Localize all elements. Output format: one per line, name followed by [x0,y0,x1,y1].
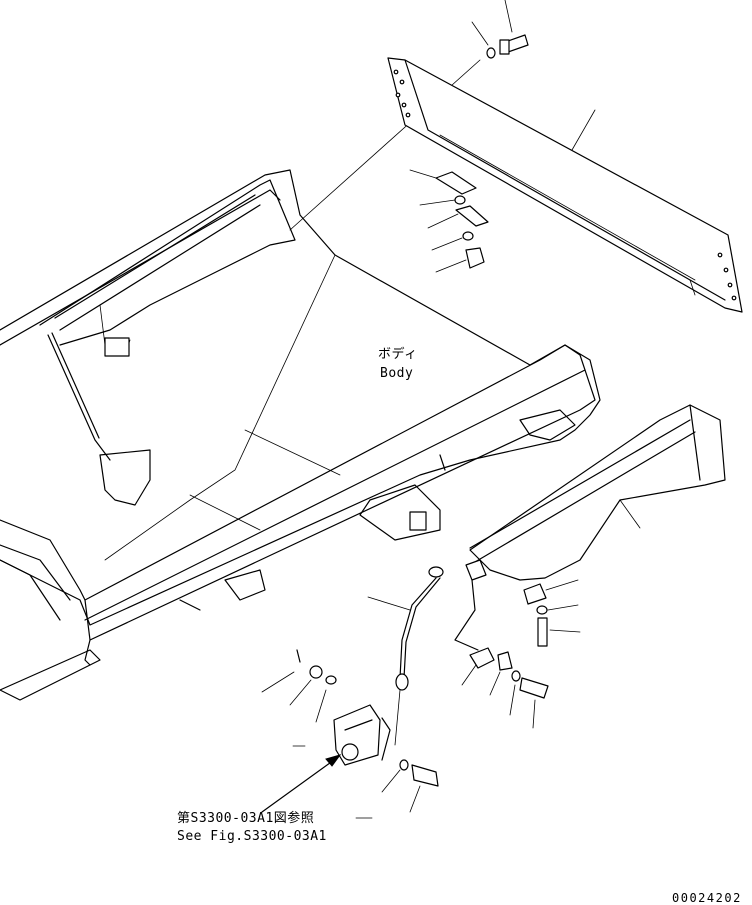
figure-reference-english: See Fig.S3300-03A1 [177,829,327,844]
upper-small-parts [409,169,489,273]
top-bolt-set [471,0,529,59]
wire-rope [367,559,487,691]
right-side-rail [469,404,726,581]
right-small-parts [461,579,581,729]
rear-panel [387,57,743,313]
body-label-japanese: ボディ [378,347,418,362]
panel-bolt-holes [393,69,737,301]
figure-reference-japanese: 第S3300-03A1図参照 [177,811,315,826]
drawing-number: 00024202 [672,891,742,905]
dump-body [0,59,601,701]
lower-bracket [261,649,439,819]
body-label-english: Body [380,366,414,381]
